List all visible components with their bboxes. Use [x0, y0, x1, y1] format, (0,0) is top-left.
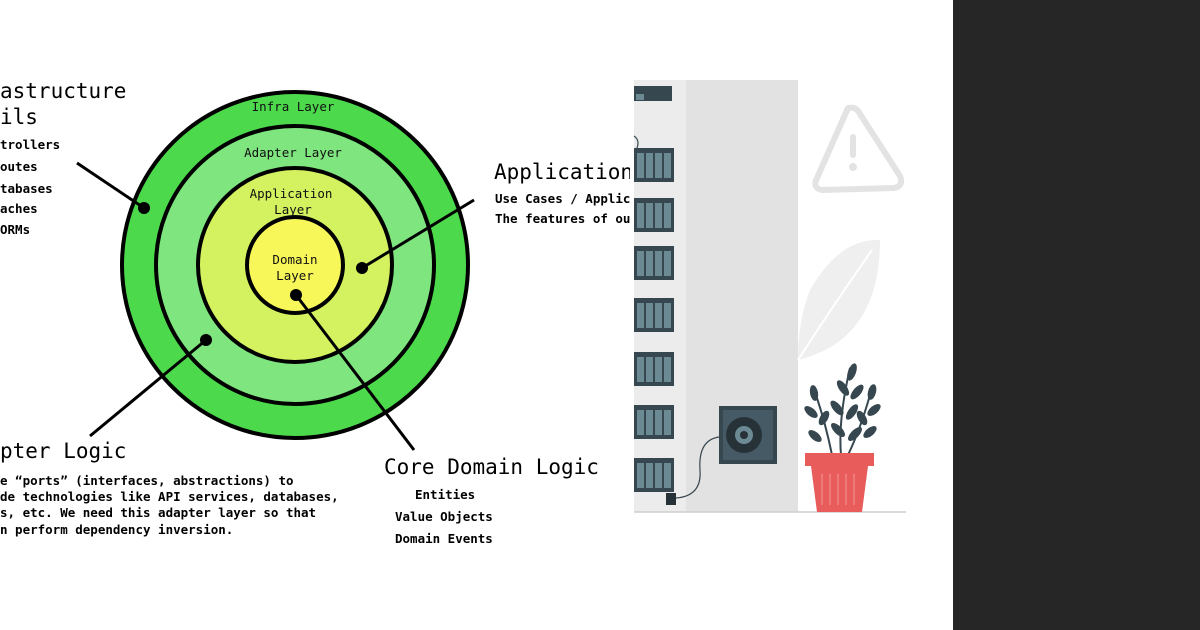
adapter-connector [89, 338, 207, 438]
adapter-line: e “ports” (interfaces, abstractions) to [0, 473, 294, 488]
core-domain-item: Entities [415, 487, 476, 502]
adapter-line: de technologies like API services, datab… [0, 489, 339, 504]
infrastructure-item: outes [0, 159, 38, 174]
fan-cable [675, 436, 720, 499]
application-layer-label-line1: Application [250, 186, 333, 201]
application-layer-label-line2: Layer [274, 202, 312, 217]
domain-layer-label-line2: Layer [276, 268, 314, 283]
infrastructure-item: trollers [0, 137, 61, 152]
domain-connector-dot [290, 289, 302, 301]
infra-layer-label: Infra Layer [252, 99, 335, 114]
window-row [634, 298, 674, 332]
adapter-line: s, etc. We need this adapter layer so th… [0, 505, 317, 520]
infrastructure-item: aches [0, 201, 38, 216]
building-wire [633, 135, 639, 149]
domain-ring [245, 215, 345, 315]
application-heading: Application [494, 160, 630, 184]
window-row [634, 352, 674, 386]
window-row [634, 246, 674, 280]
core-domain-item: Domain Events [395, 531, 493, 546]
leaf-icon [797, 239, 880, 361]
application-item: Use Cases / Applic [495, 191, 630, 206]
adapter-layer-label: Adapter Layer [244, 145, 342, 160]
application-item: The features of ou [495, 211, 630, 226]
window-row [634, 198, 674, 232]
application-connector [361, 198, 475, 270]
cable-plug [666, 493, 676, 505]
pot-icon [805, 453, 874, 512]
application-connector-dot [356, 262, 368, 274]
infra-connector-dot [138, 202, 150, 214]
adapter-connector-dot [200, 334, 212, 346]
infrastructure-heading-line1: astructure [0, 79, 127, 103]
infrastructure-heading-line2: ils [0, 105, 38, 129]
domain-connector [294, 294, 416, 451]
window-row [634, 148, 674, 182]
fan-icon [719, 406, 777, 464]
window-row [634, 458, 674, 492]
window-row [634, 405, 674, 439]
infra-connector [76, 161, 145, 210]
infrastructure-item: ORMs [0, 222, 31, 237]
domain-layer-label-line1: Domain [272, 252, 317, 267]
application-text-clip: Application Use Cases / Applic The featu… [494, 160, 630, 226]
building-sign-mark [636, 94, 644, 100]
plant-icon [804, 363, 881, 456]
adapter-line: n perform dependency inversion. [0, 522, 234, 537]
dark-side-panel [953, 0, 1200, 630]
slide-canvas: Infra Layer Adapter Layer Application La… [0, 79, 906, 546]
core-domain-heading: Core Domain Logic [384, 455, 599, 479]
server-rack-icon [634, 148, 674, 492]
core-domain-item: Value Objects [395, 509, 493, 524]
layers-diagram: Infra Layer Adapter Layer Application La… [76, 80, 906, 513]
infrastructure-item: tabases [0, 181, 53, 196]
adapter-heading: pter Logic [0, 439, 127, 463]
warning-triangle-icon [812, 104, 905, 193]
